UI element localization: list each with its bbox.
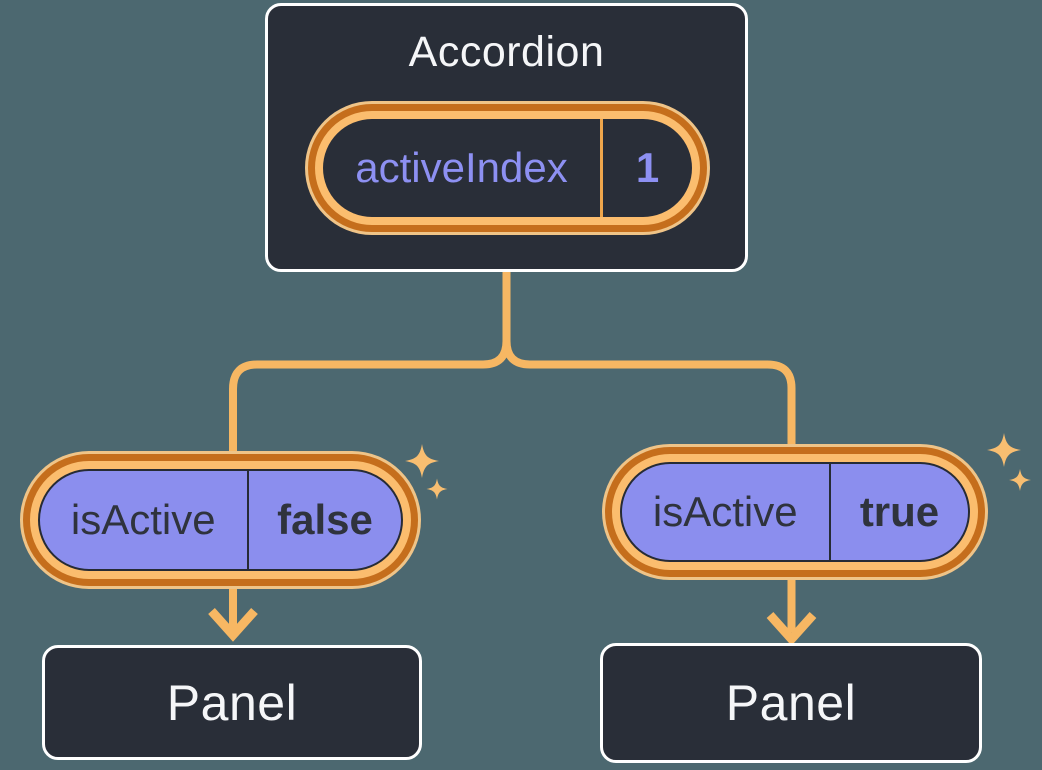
state-name-label: isActive [652,488,798,535]
pill-divider [600,119,603,217]
connector-right-branch [502,271,796,449]
state-value: false [277,496,373,543]
sparkle-icon [987,433,1031,491]
panel-node-title: Panel [166,674,298,731]
active-index-state-pill: activeIndex 1 [308,104,707,232]
pill-divider [246,471,249,569]
accordion-node-title: Accordion [408,28,605,76]
state-name-label: isActive [70,496,216,543]
panel-node-title: Panel [725,675,857,731]
down-arrow-icon [766,577,817,646]
state-value: 1 [635,144,660,191]
state-value: true [859,488,940,535]
pill-divider [828,464,831,560]
state-name-label: activeIndex [355,144,568,191]
connector-left-branch [229,271,511,456]
panel-node-right: Panel [600,643,982,763]
is-active-state-pill-right: isActive true [605,447,985,577]
is-active-state-pill-left: isActive false [23,454,418,586]
down-arrow-icon [208,585,258,642]
panel-node-left: Panel [42,645,422,760]
